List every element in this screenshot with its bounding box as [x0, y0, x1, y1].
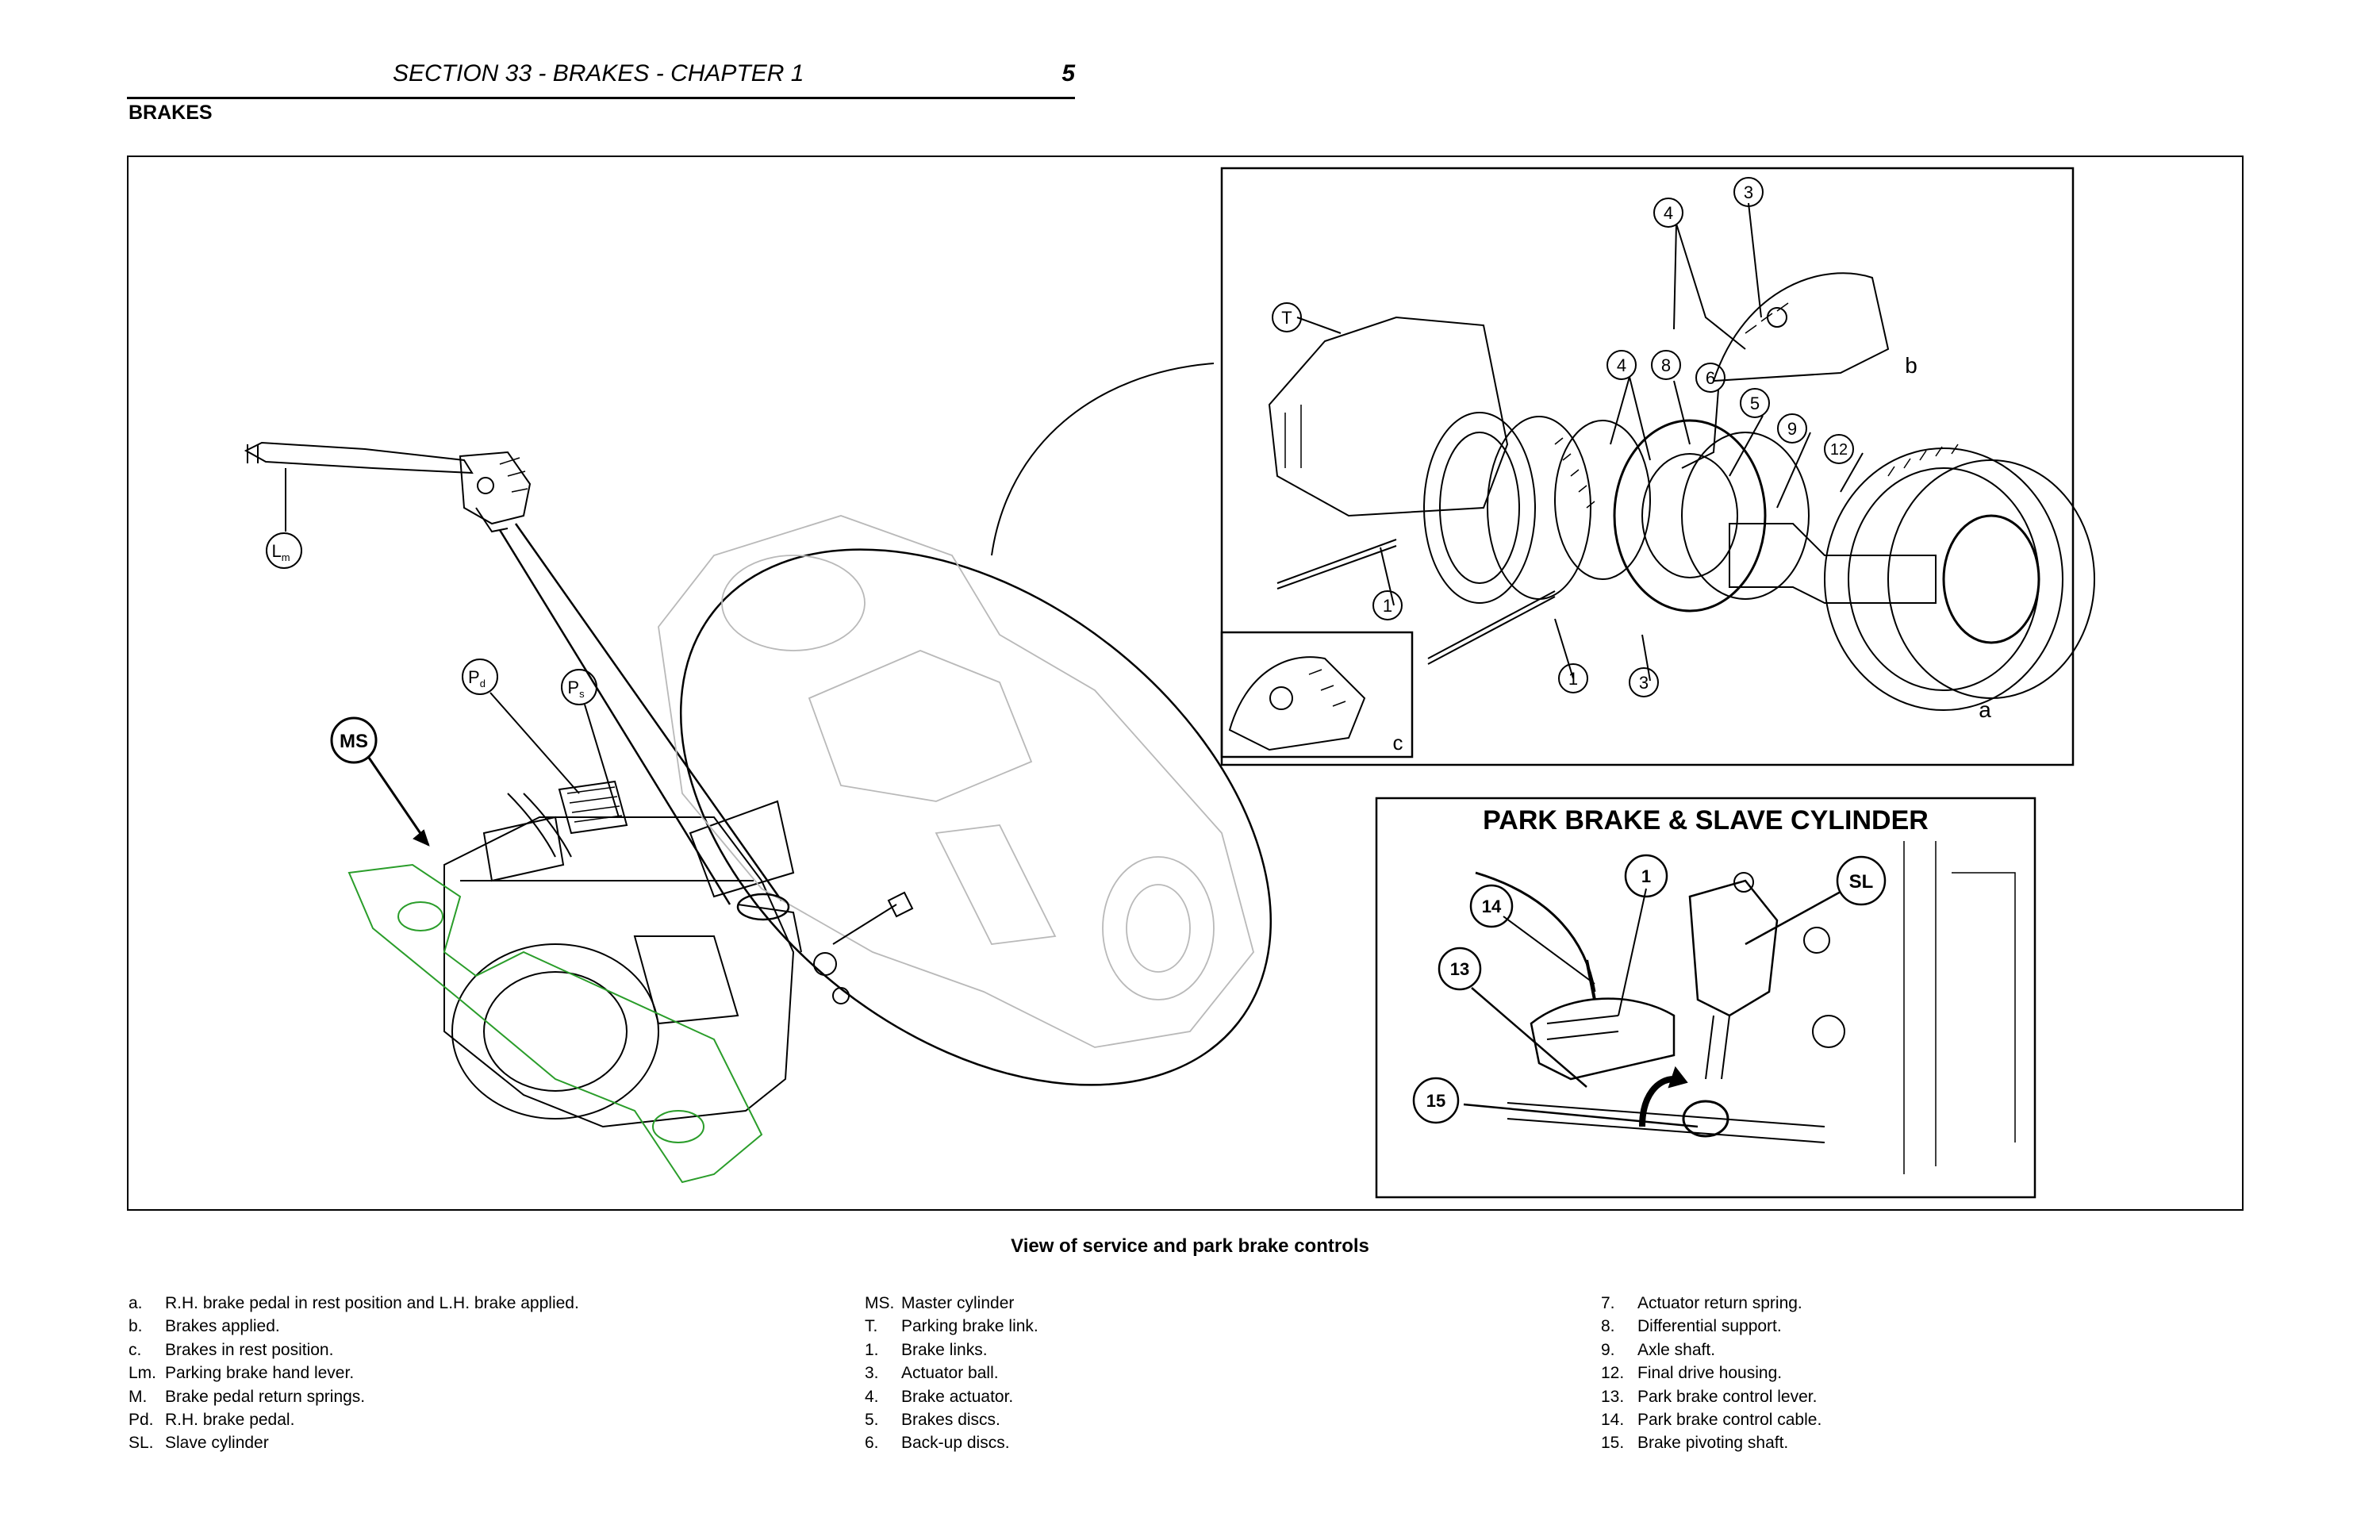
legend-column-1: a.R.H. brake pedal in rest position and …: [129, 1292, 579, 1455]
figure-caption: View of service and park brake controls: [1011, 1235, 1369, 1257]
transmission-housing: [443, 800, 850, 1128]
label-5: 5: [1750, 394, 1760, 413]
label-1b: 1: [1568, 669, 1578, 689]
legend-item: 15.Brake pivoting shaft.: [1601, 1434, 1789, 1453]
callout-1b: [1558, 663, 1588, 693]
label-letter-b: b: [1905, 353, 1917, 378]
inset-park-frame: [1375, 797, 2036, 1199]
legend-item: T.Parking brake link.: [865, 1317, 1038, 1336]
callout-ps: [561, 669, 597, 705]
legend-item: 8.Differential support.: [1601, 1317, 1782, 1336]
callout-lm: [266, 532, 302, 569]
rear-axle-ellipse: [658, 363, 1273, 1086]
exploded-brake-assembly: [1268, 272, 2095, 711]
label-ps: Ps: [567, 678, 585, 700]
callout-15: [1412, 1077, 1460, 1124]
legend-column-3: 7.Actuator return spring. 8.Differential…: [1601, 1292, 1821, 1455]
brake-pedals: [507, 780, 628, 858]
legend-item: 13.Park brake control lever.: [1601, 1387, 1818, 1406]
label-8: 8: [1661, 355, 1671, 375]
legend-item: M.Brake pedal return springs.: [129, 1387, 366, 1406]
legend-column-2: MS.Master cylinder T.Parking brake link.…: [865, 1292, 1038, 1455]
callout-5: [1740, 388, 1770, 418]
label-sl: SL: [1849, 871, 1874, 893]
callout-8: [1651, 350, 1681, 380]
callout-3b: [1629, 667, 1659, 697]
legend-item: 7.Actuator return spring.: [1601, 1294, 1802, 1312]
label-park-1: 1: [1641, 866, 1651, 886]
label-ms: MS: [340, 731, 368, 752]
legend-item: SL.Slave cylinder: [129, 1434, 269, 1453]
callout-sl: [1836, 855, 1887, 906]
callout-4b: [1606, 350, 1637, 380]
callout-1a: [1372, 590, 1403, 620]
page-header: SECTION 33 - BRAKES - CHAPTER 1 5: [127, 57, 1075, 99]
callout-4a: [1653, 198, 1683, 228]
label-lm: Lm: [271, 541, 290, 563]
inset-c-frame: [1220, 631, 1414, 758]
legend-item: MS.Master cylinder: [865, 1294, 1015, 1312]
legend-item: 3.Actuator ball.: [865, 1364, 999, 1383]
legend-item: 6.Back-up discs.: [865, 1434, 1010, 1453]
label-12: 12: [1830, 441, 1848, 459]
callout-14: [1469, 884, 1514, 928]
callout-9: [1777, 413, 1807, 444]
legend-item: 4.Brake actuator.: [865, 1387, 1014, 1406]
figure-frame: [127, 156, 2244, 1211]
label-pd: Pd: [468, 667, 486, 689]
section-heading: BRAKES: [129, 102, 213, 124]
callout-park-1: [1624, 854, 1668, 898]
park-brake-title: PARK BRAKE & SLAVE CYLINDER: [1483, 805, 1929, 835]
label-letter-c: c: [1393, 731, 1403, 755]
callout-13: [1438, 947, 1482, 991]
label-6: 6: [1706, 368, 1715, 388]
callout-6: [1695, 363, 1726, 393]
label-15: 15: [1426, 1091, 1445, 1111]
legend-item: Lm.Parking brake hand lever.: [129, 1364, 355, 1383]
callout-ms: [330, 716, 378, 764]
legend-item: 12.Final drive housing.: [1601, 1364, 1783, 1383]
legend-item: b.Brakes applied.: [129, 1317, 280, 1336]
legend-item: a.R.H. brake pedal in rest position and …: [129, 1294, 579, 1312]
label-13: 13: [1450, 959, 1469, 979]
page-number: 5: [1061, 60, 1075, 86]
legend-item: Pd.R.H. brake pedal.: [129, 1411, 295, 1430]
label-14: 14: [1482, 897, 1502, 916]
label-t: T: [1281, 308, 1292, 328]
legend-item: 14.Park brake control cable.: [1601, 1411, 1822, 1430]
legend-item: 9.Axle shaft.: [1601, 1340, 1716, 1359]
legend-item: 1.Brake links.: [865, 1340, 988, 1359]
legend-item: 5.Brakes discs.: [865, 1411, 1000, 1430]
inset-detail-frame: [1220, 167, 2075, 766]
callout-t: [1272, 302, 1302, 332]
label-4b: 4: [1617, 355, 1626, 375]
callout-3a: [1733, 177, 1764, 207]
label-4a: 4: [1664, 203, 1673, 223]
legend-item: c.Brakes in rest position.: [129, 1340, 334, 1359]
label-9: 9: [1787, 419, 1797, 439]
label-3b: 3: [1639, 673, 1649, 693]
parking-brake-hand-lever: [244, 441, 532, 533]
park-brake-assembly: [1463, 841, 2016, 1174]
label-3a: 3: [1744, 182, 1753, 202]
label-1a: 1: [1383, 596, 1392, 616]
callout-pd: [462, 659, 498, 695]
floor-plate: [347, 863, 763, 1184]
label-letter-a: a: [1979, 697, 1991, 722]
section-title: SECTION 33 - BRAKES - CHAPTER 1: [393, 60, 804, 86]
callout-12: [1824, 434, 1854, 464]
